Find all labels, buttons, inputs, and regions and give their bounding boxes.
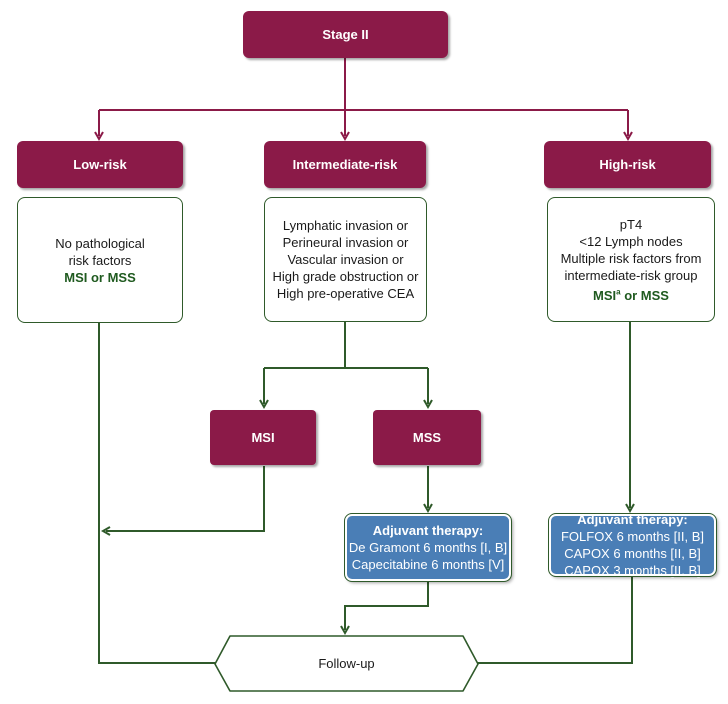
mss-label: MSS [412,430,442,445]
adjuvant-high-title: Adjuvant therapy: [577,512,688,527]
intermediate-line-4: High grade obstruction or [272,269,419,284]
adjuvant-high-line-2: CAPOX 6 months [II, B] [564,546,701,561]
arrow-msi-to-lowpath [106,466,265,531]
low-risk-title: Low-risk [73,157,127,172]
adjuvant-mid-title: Adjuvant therapy: [372,523,484,538]
high-line-2: <12 Lymph nodes [579,233,683,249]
intermediate-line-2: Perineural invasion or [282,235,409,250]
high-risk-details: pT4 <12 Lymph nodes Multiple risk factor… [547,197,715,322]
high-risk-status: MSIa or MSS [593,287,669,304]
high-status-footnote: a [616,287,621,297]
intermediate-risk-header: Intermediate-risk [264,141,426,188]
arrow-adjuvant-high-to-followup [470,577,633,663]
intermediate-line-1: Lymphatic invasion or [282,218,409,233]
high-risk-header: High-risk [544,141,711,188]
followup-shape [214,635,479,692]
low-risk-details: No pathological risk factors MSI or MSS [17,197,183,323]
adjuvant-high-line-1: FOLFOX 6 months [II, B] [560,529,705,544]
low-risk-status: MSI or MSS [64,269,136,285]
msi-box: MSI [210,410,316,465]
intermediate-risk-details: Lymphatic invasion or Perineural invasio… [264,197,427,322]
high-line-4: intermediate-risk group [564,267,698,283]
high-risk-title: High-risk [599,157,656,172]
mss-box: MSS [373,410,481,465]
adjuvant-therapy-high: Adjuvant therapy: FOLFOX 6 months [II, B… [548,512,717,578]
low-risk-line-2: risk factors [68,252,132,268]
high-status-msi: MSI [593,287,617,303]
intermediate-line-3: Vascular invasion or [287,252,404,267]
low-risk-header: Low-risk [17,141,183,188]
adjuvant-mid-line-1: De Gramont 6 months [I, B] [348,540,508,555]
followup-box: Follow-up [230,636,463,691]
arrow-adjuvant-mid-to-followup [345,582,429,630]
high-line-1: pT4 [619,216,643,232]
stage-label: Stage II [322,27,369,42]
adjuvant-mid-line-2: Capecitabine 6 months [V] [351,557,505,572]
intermediate-risk-title: Intermediate-risk [292,157,398,172]
low-risk-line-1: No pathological [55,235,145,251]
stage-box: Stage II [243,11,448,58]
msi-label: MSI [251,430,275,445]
arrow-lowrisk-to-followup [98,323,225,663]
high-status-rest: or MSS [620,287,669,303]
adjuvant-therapy-intermediate: Adjuvant therapy: De Gramont 6 months [I… [344,513,512,582]
intermediate-line-5: High pre-operative CEA [276,286,415,301]
adjuvant-high-line-3: CAPOX 3 months [II, B] [564,563,701,578]
high-line-3: Multiple risk factors from [560,250,702,266]
followup-label: Follow-up [318,656,375,671]
